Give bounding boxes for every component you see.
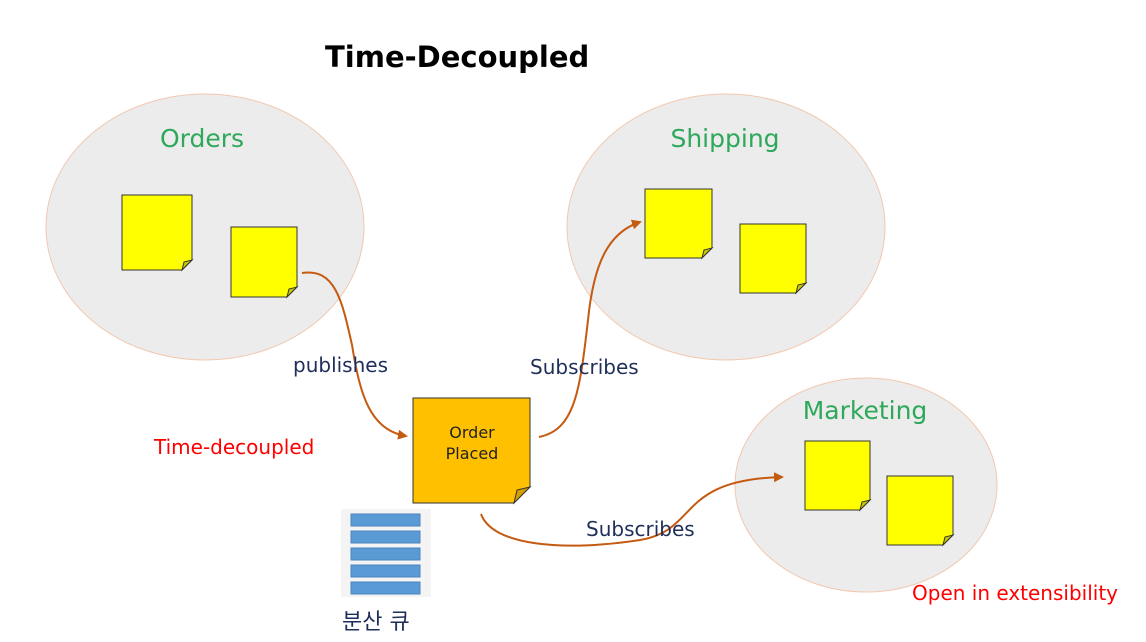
subscribes-marketing-label: Subscribes xyxy=(586,517,695,541)
order-placed-event-label: Order Placed xyxy=(414,422,530,464)
subscribes-marketing-arrow xyxy=(480,472,784,547)
time-decoupled-note: Time-decoupled xyxy=(154,435,315,459)
distributed-queue-icon xyxy=(341,509,431,597)
diagram-title: Time-Decoupled xyxy=(325,40,590,74)
orders-sticky-note-1 xyxy=(121,194,194,272)
distributed-queue-label: 분산 큐 xyxy=(342,610,410,635)
shipping-context-label: Shipping xyxy=(670,124,780,153)
marketing-context-label: Marketing xyxy=(802,396,928,425)
publishes-arrow xyxy=(301,271,408,440)
shipping-sticky-note-1 xyxy=(644,188,714,260)
event-label-line-1: Order xyxy=(449,423,495,442)
event-label-line-2: Placed xyxy=(445,444,499,463)
shipping-sticky-note-2 xyxy=(739,223,808,295)
subscribes-shipping-label: Subscribes xyxy=(530,355,639,379)
marketing-sticky-note-2 xyxy=(886,475,955,547)
shipping-context-ellipse xyxy=(566,93,886,361)
orders-context-label: Orders xyxy=(159,124,245,153)
order-placed-event-sticky xyxy=(412,397,532,505)
subscribes-shipping-arrow xyxy=(538,219,642,438)
orders-sticky-note-2 xyxy=(230,226,299,299)
marketing-sticky-note-1 xyxy=(804,440,872,512)
open-extensibility-note: Open in extensibility xyxy=(912,581,1118,605)
publishes-label: publishes xyxy=(293,353,388,377)
